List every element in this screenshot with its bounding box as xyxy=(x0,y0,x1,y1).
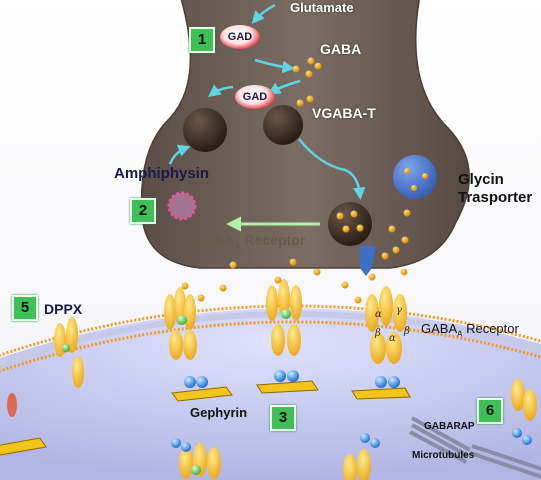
gaba-dot xyxy=(229,261,237,269)
gaba-dot xyxy=(314,62,322,70)
vesicle-left xyxy=(183,108,227,152)
gad-enzyme-1: GAD xyxy=(220,25,260,49)
label-gabarap: GABARAP xyxy=(424,421,475,432)
label-dppx: DPPX xyxy=(44,301,83,317)
gaba-dot xyxy=(404,168,410,174)
arrow-glutamate-to-gad xyxy=(251,3,276,24)
gabaa-subscript: A xyxy=(234,240,241,251)
gaba-dot xyxy=(381,252,389,260)
presynaptic-terminal xyxy=(140,0,470,269)
label-gephyrin: Gephyrin xyxy=(190,405,248,420)
label-glutamate: Glutamate xyxy=(290,0,354,15)
gaba-dot xyxy=(197,294,205,302)
step-badge-1: 1 xyxy=(189,27,215,53)
gaba-dot xyxy=(181,282,189,290)
gad-enzyme-2: GAD xyxy=(235,85,275,109)
gaba-dot xyxy=(274,276,282,284)
amphiphysin-ring xyxy=(167,191,197,221)
gaba-dot xyxy=(307,57,315,65)
microtubules xyxy=(409,416,541,479)
gaba-dot xyxy=(336,212,344,220)
gabaa-receptor-3 xyxy=(365,286,407,364)
arrow-gad2-to-vesicle xyxy=(207,84,234,97)
gaba-dot xyxy=(292,65,300,73)
gabaa-text: GABA xyxy=(193,232,235,248)
gaba-dot xyxy=(401,236,409,244)
gaba-dot xyxy=(422,173,428,179)
subunit-alpha-2: α xyxy=(389,333,396,344)
gephyrin-scaffold-2 xyxy=(256,370,319,394)
arrow-gaba-to-gad2 xyxy=(267,79,301,95)
gabaa-receptor-right-partial xyxy=(511,379,537,445)
gephyrin-scaffold-3 xyxy=(351,376,411,400)
gaba-dot xyxy=(400,268,408,276)
arrow-vesicle-to-docking xyxy=(298,138,366,200)
gabaa-receptor-1 xyxy=(164,287,197,360)
gaba-dot xyxy=(341,281,349,289)
label-gabaa-receptor-presynaptic: GABAA Receptor xyxy=(193,233,305,251)
gaba-dot xyxy=(403,209,411,217)
label-amphiphysin: Amphiphysin xyxy=(114,165,210,182)
gaba-dot xyxy=(342,225,350,233)
gaba-dot xyxy=(356,224,364,232)
step-badge-2: 2 xyxy=(130,198,156,224)
subunit-alpha-1: α xyxy=(375,309,382,320)
glycin-transporter xyxy=(393,155,437,199)
step-badge-3: 3 xyxy=(270,405,296,431)
gabaa-receptor-left-partial xyxy=(7,317,84,417)
arrow-gad-to-gaba xyxy=(254,58,295,74)
gaba-dot xyxy=(411,185,417,191)
gaba-dot xyxy=(350,210,358,218)
gephyrin-scaffold-left xyxy=(0,437,47,456)
label-microtubules: Microtubules xyxy=(412,450,475,461)
gabaa-receptor-2 xyxy=(266,279,302,356)
gaba-dot xyxy=(392,246,400,254)
gaba-dot xyxy=(296,99,304,107)
receptor-text: Receptor xyxy=(462,321,519,336)
gaba-dot xyxy=(388,225,396,233)
gaba-dot xyxy=(306,95,314,103)
gaba-dot xyxy=(289,258,297,266)
gaba-dot xyxy=(354,296,362,304)
cleft-gaba-molecules xyxy=(181,258,408,304)
label-gaba: GABA xyxy=(320,41,362,57)
vesicle-vgaba xyxy=(263,105,303,145)
receptor-text: Receptor xyxy=(240,232,306,248)
subunit-gamma: γ xyxy=(396,305,402,316)
gaba-dot xyxy=(313,268,321,276)
gabaa-receptor-bottom xyxy=(171,433,380,480)
subunit-beta-2: β xyxy=(404,326,410,337)
label-glycin-transporter-line2: Trasporter xyxy=(458,189,533,206)
gabaa-subscript: A xyxy=(457,329,463,339)
label-glycin-transporter-line1: Glycin xyxy=(458,171,504,188)
gaba-dot xyxy=(305,70,313,78)
gaba-molecules xyxy=(292,57,411,260)
gaba-dot xyxy=(219,284,227,292)
label-gabaa-receptor-right: GABAA Receptor xyxy=(421,322,519,339)
vesicle-docked xyxy=(328,202,372,246)
subunit-beta-1: β xyxy=(375,328,381,339)
label-vgaba-t: VGABA-T xyxy=(312,105,376,121)
step-badge-5: 5 xyxy=(12,295,38,321)
arrow-amphiphysin-recycle xyxy=(168,144,191,165)
release-arrow xyxy=(360,246,376,276)
gaba-dot xyxy=(368,273,376,281)
gabaa-text: GABA xyxy=(421,321,458,336)
step-badge-6: 6 xyxy=(477,398,503,424)
gephyrin-scaffold-1 xyxy=(171,376,233,402)
postsynaptic-cell xyxy=(0,308,541,480)
